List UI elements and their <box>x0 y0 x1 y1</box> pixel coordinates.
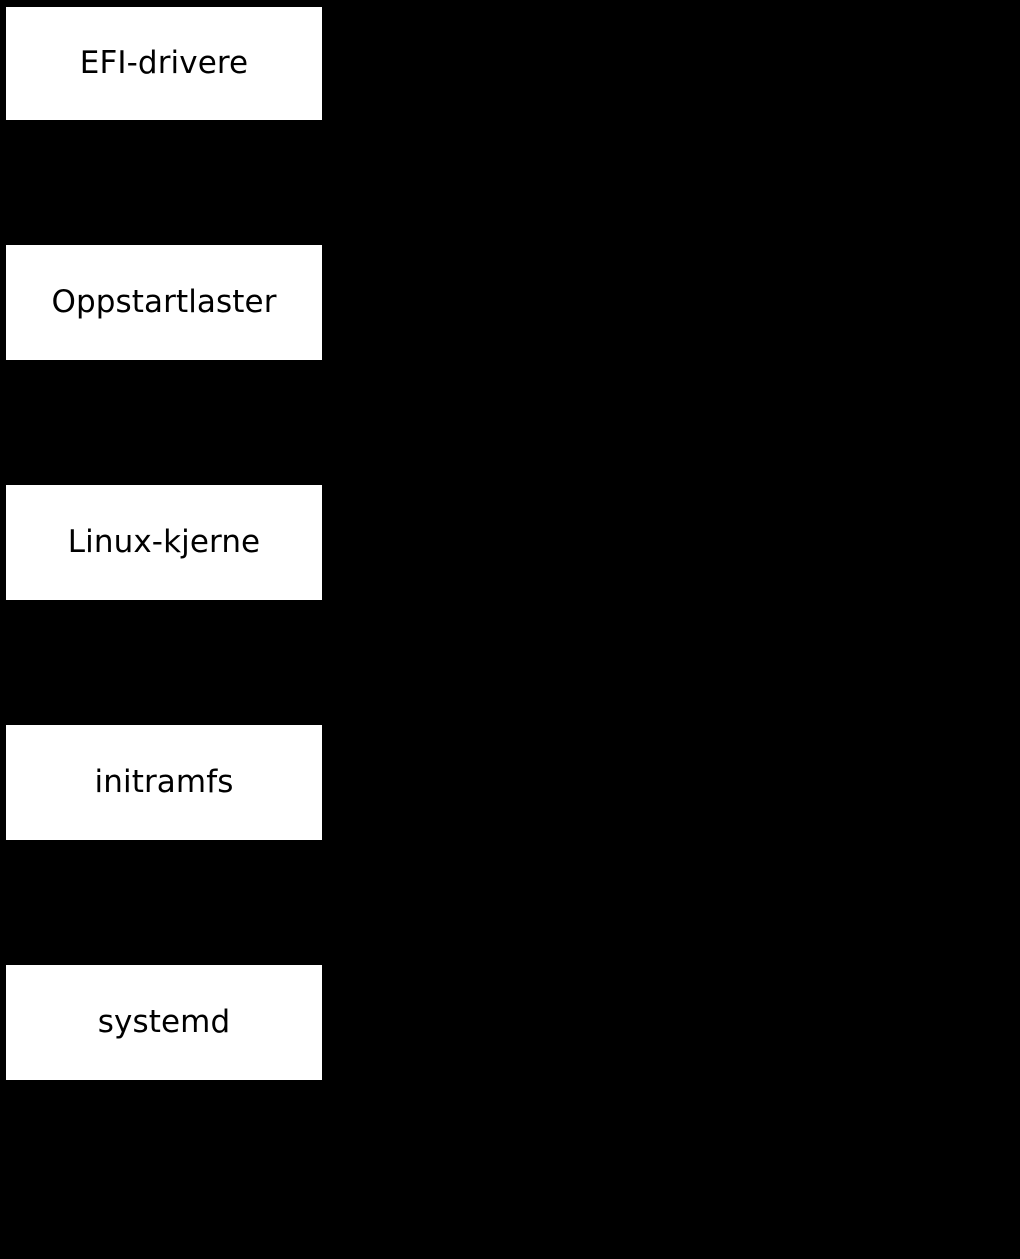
diagram-node-label: Linux-kjerne <box>67 524 261 560</box>
diagram-node-efi-drivers[interactable]: EFI-drivere <box>6 7 322 120</box>
diagram-node-label: systemd <box>97 1004 231 1040</box>
diagram-node-bootloader[interactable]: Oppstartlaster <box>6 245 322 360</box>
diagram-node-label: initramfs <box>94 764 234 800</box>
diagram-node-linux-kernel[interactable]: Linux-kjerne <box>6 485 322 600</box>
diagram-node-initramfs[interactable]: initramfs <box>6 725 322 840</box>
diagram-node-systemd[interactable]: systemd <box>6 965 322 1080</box>
diagram-node-label: Oppstartlaster <box>51 284 277 320</box>
diagram-node-label: EFI-drivere <box>79 45 249 81</box>
